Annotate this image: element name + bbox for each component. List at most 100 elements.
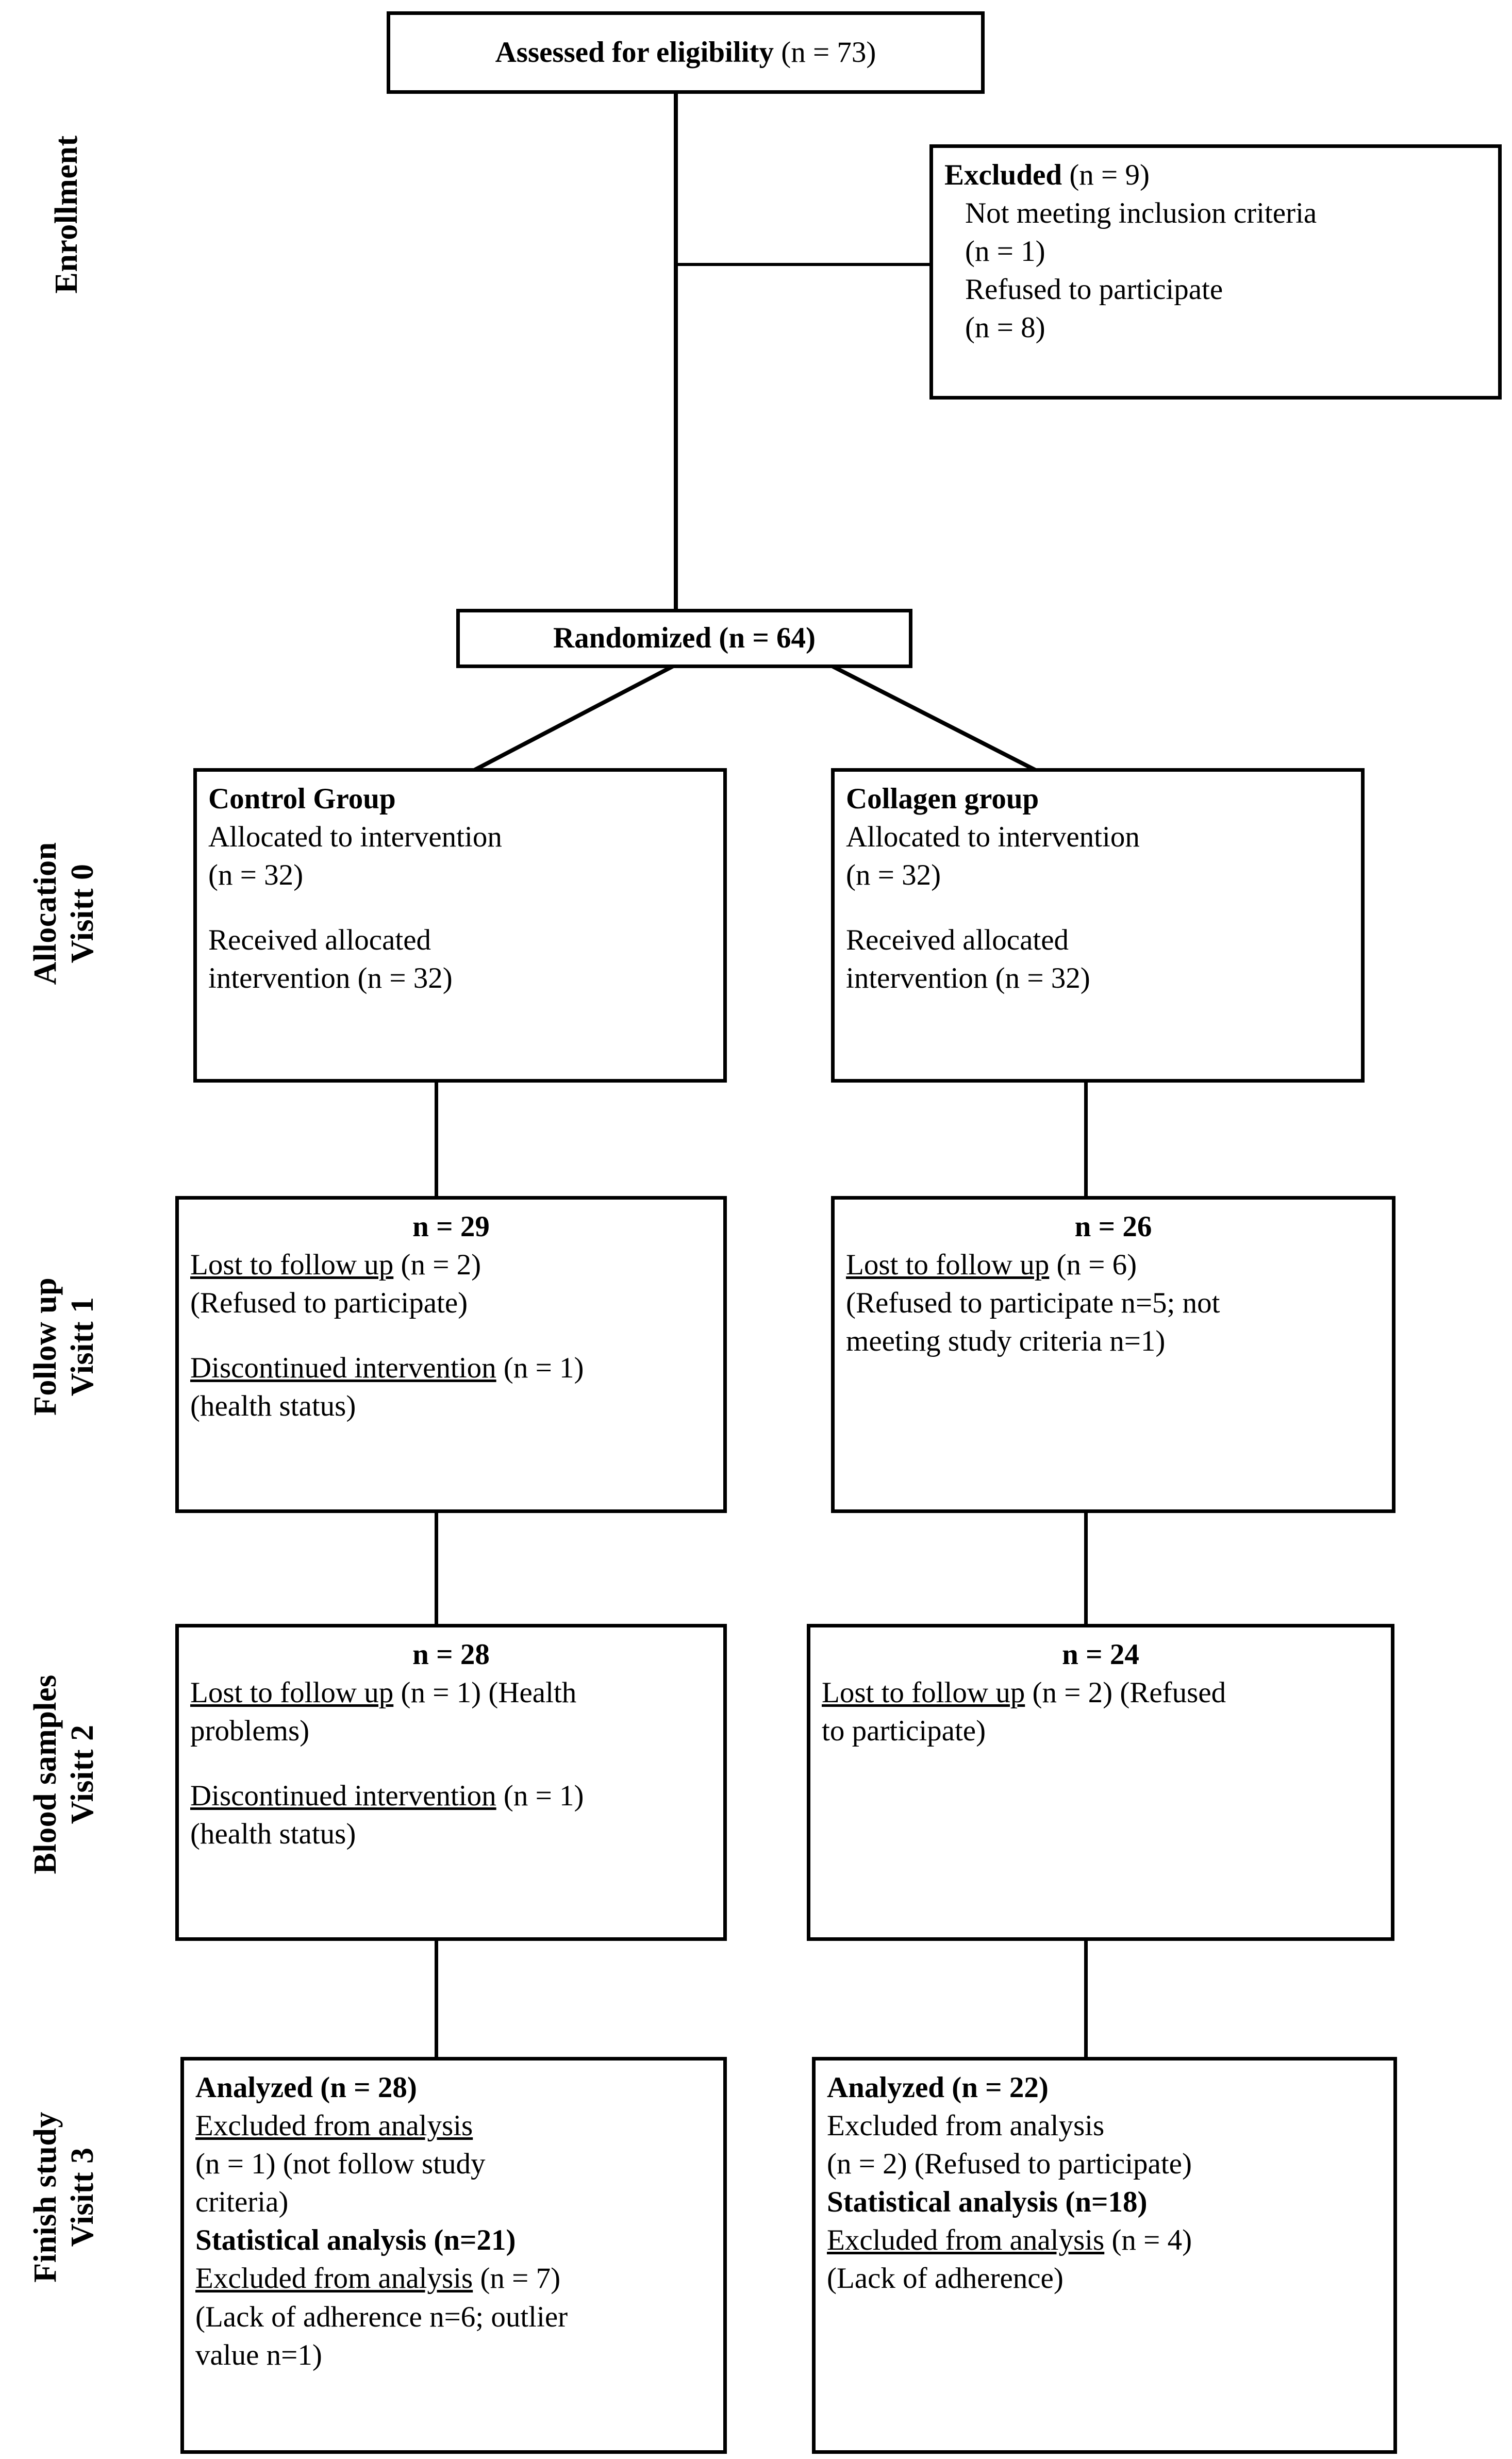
stage-label-blood-samples: Blood samples Visitt 2 — [27, 1643, 102, 1906]
stage-label-blood-samples-line1: Blood samples — [28, 1674, 63, 1874]
control-followup-count: n = 29 — [412, 1210, 490, 1243]
stage-label-enrollment-line1: Enrollment — [49, 135, 85, 294]
collagen-followup-lost: Lost to follow up (n = 6) — [846, 1246, 1381, 1284]
collagen-excluded-2-reason: (Lack of adherence) — [827, 2262, 1064, 2295]
stage-label-allocation-line1: Allocation — [28, 842, 63, 985]
randomized-text: Randomized (n = 64) — [553, 622, 816, 655]
control-excluded-2-reason-b: value n=1) — [195, 2338, 322, 2371]
node-collagen-blood-samples: n = 24 Lost to follow up (n = 2) (Refuse… — [807, 1624, 1394, 1941]
collagen-group-line4: intervention (n = 32) — [846, 962, 1090, 995]
control-group-line1: Allocated to intervention — [208, 821, 502, 854]
node-control-analysis: Analyzed (n = 28) Excluded from analysis… — [180, 2057, 727, 2454]
control-excluded-1-label: Excluded from analysis — [195, 2109, 473, 2142]
control-excluded-1-value: (n = 1) (not follow study — [195, 2148, 486, 2181]
collagen-blood-lost-reason: to participate) — [822, 1715, 986, 1748]
connector-collagen-alloc-to-followup — [1084, 1083, 1088, 1199]
control-blood-disc-reason: (health status) — [190, 1818, 356, 1851]
collagen-excluded-1-value: (n = 2) (Refused to participate) — [827, 2148, 1192, 2181]
node-collagen-follow-up: n = 26 Lost to follow up (n = 6) (Refuse… — [831, 1196, 1395, 1513]
connector-eligibility-to-randomized — [674, 92, 678, 623]
control-blood-lost: Lost to follow up (n = 1) (Health — [190, 1674, 712, 1712]
stage-label-allocation: Allocation Visitt 0 — [27, 792, 102, 1035]
control-followup-disc-label: Discontinued intervention — [190, 1352, 496, 1385]
collagen-followup-lost-label: Lost to follow up — [846, 1249, 1050, 1282]
stage-label-follow-up-line2: Visitt 1 — [65, 1297, 100, 1397]
excluded-line2: (n = 1) — [965, 235, 1045, 268]
control-blood-disc-label: Discontinued intervention — [190, 1780, 496, 1813]
control-group-title: Control Group — [208, 783, 396, 815]
control-blood-lost-label: Lost to follow up — [190, 1676, 394, 1709]
eligibility-bold: Assessed for eligibility — [495, 36, 774, 69]
excluded-line3: Refused to participate — [965, 273, 1223, 306]
control-group-line3: Received allocated — [208, 924, 431, 957]
control-blood-disc-value: (n = 1) — [496, 1780, 584, 1813]
connector-randomized-split — [447, 665, 1063, 786]
control-followup-lost-label: Lost to follow up — [190, 1249, 394, 1282]
node-collagen-group-allocation: Collagen group Allocated to intervention… — [831, 768, 1365, 1083]
control-excluded-1-cont: criteria) — [195, 2186, 289, 2219]
node-control-blood-samples: n = 28 Lost to follow up (n = 1) (Health… — [175, 1624, 727, 1941]
control-followup-lost-reason: (Refused to participate) — [190, 1287, 468, 1320]
collagen-blood-lost-label: Lost to follow up — [822, 1676, 1025, 1709]
collagen-followup-reason-b: meeting study criteria n=1) — [846, 1325, 1166, 1358]
collagen-excluded-2: Excluded from analysis (n = 4) — [827, 2221, 1382, 2259]
control-statistical-analysis: Statistical analysis (n=21) — [195, 2224, 516, 2257]
collagen-blood-lost-value: (n = 2) (Refused — [1025, 1676, 1226, 1709]
excluded-line4: (n = 8) — [965, 311, 1045, 344]
control-excluded-2: Excluded from analysis (n = 7) — [195, 2259, 712, 2298]
control-group-line2: (n = 32) — [208, 859, 304, 892]
control-blood-count: n = 28 — [412, 1638, 490, 1671]
collagen-excluded-1-label: Excluded from analysis — [827, 2109, 1105, 2142]
control-followup-lost-value: (n = 2) — [393, 1249, 481, 1282]
node-excluded: Excluded (n = 9) Not meeting inclusion c… — [929, 144, 1502, 400]
connector-control-alloc-to-followup — [435, 1083, 438, 1199]
collagen-followup-reason-a: (Refused to participate n=5; not — [846, 1287, 1220, 1320]
excluded-heading-bold: Excluded — [944, 159, 1062, 191]
collagen-analyzed: Analyzed (n = 22) — [827, 2071, 1049, 2104]
stage-label-enrollment: Enrollment — [48, 96, 86, 333]
control-excluded-2-label: Excluded from analysis — [195, 2262, 473, 2295]
spacer — [190, 1750, 712, 1777]
node-control-group-allocation: Control Group Allocated to intervention … — [193, 768, 727, 1083]
node-control-follow-up: n = 29 Lost to follow up (n = 2) (Refuse… — [175, 1196, 727, 1513]
node-randomized: Randomized (n = 64) — [456, 609, 912, 668]
collagen-group-line3: Received allocated — [846, 924, 1069, 957]
control-blood-lost-reason: problems) — [190, 1715, 310, 1748]
stage-label-finish-study-line1: Finish study — [28, 2112, 63, 2283]
collagen-excluded-2-label: Excluded from analysis — [827, 2224, 1105, 2257]
control-followup-disc-reason: (health status) — [190, 1390, 356, 1423]
eligibility-count: (n = 73) — [774, 36, 876, 69]
spacer — [208, 894, 712, 921]
control-excluded-2-value: (n = 7) — [473, 2262, 561, 2295]
stage-label-finish-study-line2: Visitt 3 — [65, 2147, 100, 2247]
stage-label-finish-study: Finish study Visitt 3 — [27, 2071, 102, 2323]
control-group-line4: intervention (n = 32) — [208, 962, 453, 995]
excluded-heading-count: (n = 9) — [1062, 159, 1150, 191]
excluded-heading: Excluded (n = 9) — [944, 156, 1487, 194]
node-collagen-analysis: Analyzed (n = 22) Excluded from analysis… — [812, 2057, 1397, 2454]
node-assessed-for-eligibility: Assessed for eligibility (n = 73) — [387, 11, 985, 94]
control-blood-disc: Discontinued intervention (n = 1) — [190, 1777, 712, 1815]
control-blood-lost-value: (n = 1) (Health — [393, 1676, 577, 1709]
collagen-followup-lost-value: (n = 6) — [1049, 1249, 1137, 1282]
stage-label-blood-samples-line2: Visitt 2 — [65, 1724, 100, 1824]
stage-label-follow-up-line1: Follow up — [28, 1277, 63, 1416]
control-analyzed: Analyzed (n = 28) — [195, 2071, 417, 2104]
eligibility-text: Assessed for eligibility (n = 73) — [495, 34, 876, 72]
collagen-followup-count: n = 26 — [1074, 1210, 1152, 1243]
control-followup-disc-value: (n = 1) — [496, 1352, 584, 1385]
control-excluded-1: Excluded from analysis — [195, 2107, 712, 2145]
collagen-blood-count: n = 24 — [1062, 1638, 1139, 1671]
stage-label-allocation-line2: Visitt 0 — [65, 863, 100, 963]
spacer — [846, 894, 1350, 921]
control-followup-lost: Lost to follow up (n = 2) — [190, 1246, 712, 1284]
connector-eligibility-to-excluded — [674, 263, 932, 266]
stage-label-follow-up: Follow up Visitt 1 — [27, 1225, 102, 1468]
connector-control-blood-to-analysis — [435, 1938, 438, 2057]
collagen-group-line1: Allocated to intervention — [846, 821, 1140, 854]
connector-control-followup-to-blood — [435, 1510, 438, 1626]
collagen-excluded-2-value: (n = 4) — [1104, 2224, 1192, 2257]
connector-collagen-followup-to-blood — [1084, 1510, 1088, 1626]
spacer — [190, 1322, 712, 1349]
connector-collagen-blood-to-analysis — [1084, 1938, 1088, 2057]
